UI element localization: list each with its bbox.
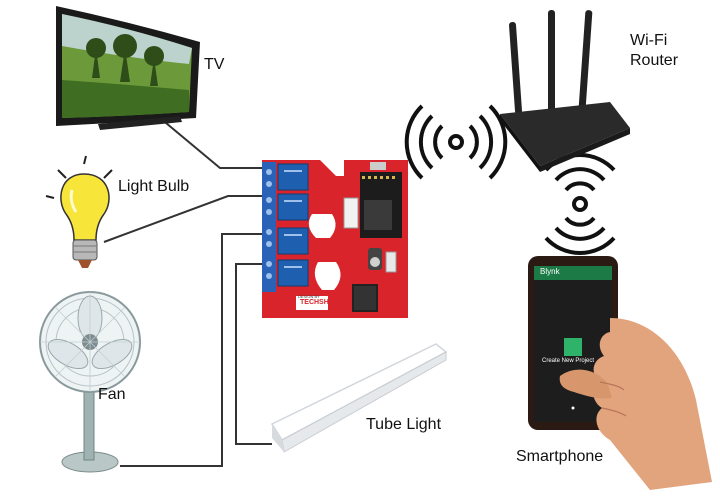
board-brand-prefix: DESIGN BY bbox=[298, 294, 320, 299]
hand bbox=[559, 318, 712, 490]
wifi-router bbox=[500, 10, 630, 172]
wire-tube-light bbox=[235, 263, 272, 445]
label-tube-light: Tube Light bbox=[366, 416, 442, 433]
wire-light-bulb bbox=[103, 195, 268, 243]
create-project-button[interactable]: Create New Project bbox=[542, 358, 595, 364]
label-router-line1: Wi-Fi bbox=[630, 32, 668, 49]
connection-wires bbox=[103, 117, 272, 467]
board-brand: TECHSHOP bbox=[300, 299, 339, 306]
label-router-line2: Router bbox=[630, 52, 679, 69]
relays bbox=[277, 163, 309, 287]
label-smartphone: Smartphone bbox=[516, 448, 604, 465]
signal-waves-board bbox=[404, 104, 508, 180]
tv bbox=[56, 6, 200, 130]
label-tv: TV bbox=[204, 56, 225, 73]
signal-waves-router bbox=[544, 152, 616, 256]
light-bulb bbox=[45, 155, 113, 268]
label-light-bulb: Light Bulb bbox=[118, 178, 190, 195]
relay-terminals bbox=[262, 162, 276, 292]
tube-light bbox=[270, 343, 448, 453]
fan bbox=[39, 291, 141, 473]
wire-tv bbox=[159, 117, 268, 169]
app-title: Blynk bbox=[540, 267, 560, 276]
esp-module bbox=[360, 162, 402, 238]
wire-fan bbox=[120, 233, 268, 467]
relay-board bbox=[262, 160, 408, 318]
label-fan: Fan bbox=[98, 386, 126, 403]
